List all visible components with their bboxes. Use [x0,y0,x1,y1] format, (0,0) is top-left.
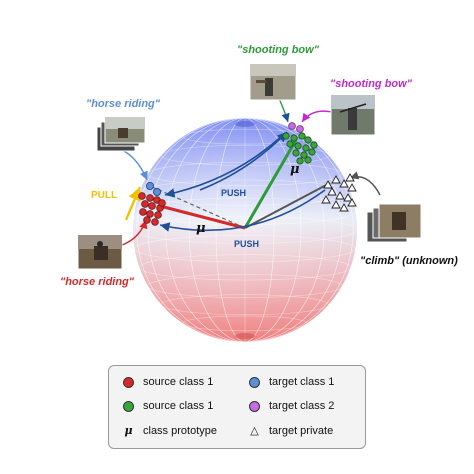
target-class1-cluster [145,181,161,196]
private-triangle [343,193,353,202]
label-shooting-bow-target: "shooting bow" [330,78,412,90]
push-label-lower: PUSH [234,239,259,249]
cluster-point [304,136,312,144]
cluster-point [290,134,298,142]
cluster-point [138,192,146,200]
target-private-cluster [321,173,357,212]
private-triangle [331,175,341,184]
cluster-point [158,199,166,207]
cluster-point [292,149,300,157]
cluster-point [146,210,154,218]
private-triangle [335,191,345,200]
mu-label-source1: μ [196,221,206,236]
private-triangle [331,200,341,209]
thumbnail-shooting-target [330,94,376,136]
source-class2-cluster [282,132,318,165]
push-arrow-upper [164,132,286,198]
callout-shooting-target [301,110,333,123]
cluster-point [154,211,162,219]
triangle-icon: △ [250,425,259,437]
source-class1-cluster [138,192,166,226]
source1-prototype-vector [159,204,246,230]
cluster-point [143,216,151,224]
green-dot-icon [123,400,134,412]
callout-climb [349,171,381,196]
thumbnail-horse-target [96,116,146,152]
cluster-point [298,132,306,140]
private-triangle [339,203,349,212]
cluster-point [148,202,156,210]
private-triangle [347,183,357,192]
thumbnail-horse-source [77,234,123,270]
callout-horse-target [121,149,148,181]
magenta-dot-icon [249,400,260,412]
push-label-upper: PUSH [221,188,246,198]
cluster-point [308,148,316,156]
target-class2-cluster [288,122,304,133]
blue-dot-icon [249,376,260,388]
push-arrow-lower [159,189,326,232]
red-dot-icon [123,376,134,388]
cluster-point [296,157,304,165]
private-triangle [321,195,331,204]
thumbnail-shooting-source [249,63,297,101]
legend-item-target-private: △target private [250,425,334,438]
target-private-vector [244,182,331,229]
legend-item-target-class1: target class 1 [249,376,334,388]
push-arrow-upper-right [199,131,288,191]
cluster-point [310,141,318,149]
legend: source class 1 target class 1 source cla… [108,365,366,449]
cluster-point [300,151,308,159]
cluster-point [139,208,147,216]
pull-arrow-back [124,191,140,221]
mu-symbol-icon: μ [124,424,133,437]
cluster-point [302,144,310,152]
private-triangle [339,179,349,188]
cluster-point [141,200,149,208]
mu-label-source2: μ [290,162,300,177]
cluster-point [286,140,294,148]
cluster-point [294,142,302,150]
private-triangle [347,198,357,207]
private-triangle [327,187,337,196]
pull-label: PULL [91,190,117,201]
thumbnail-climb [366,203,422,243]
legend-item-source-class2: source class 1 [123,400,213,412]
private-triangle [345,173,355,182]
legend-item-target-class2: target class 2 [249,400,334,412]
private-triangle [323,180,333,189]
label-horse-riding-target: "horse riding" [86,98,160,110]
label-horse-riding-source: "horse riding" [60,276,134,288]
legend-item-source-class1: source class 1 [123,376,213,388]
hypersphere [133,118,357,342]
label-climb-unknown: "climb" (unknown) [360,255,458,267]
cluster-point [304,156,312,164]
cluster-point [151,218,159,226]
cluster-point [146,194,154,202]
label-shooting-bow-source: "shooting bow" [237,44,319,56]
source2-prototype-vector [243,139,298,229]
cluster-point [282,132,290,140]
